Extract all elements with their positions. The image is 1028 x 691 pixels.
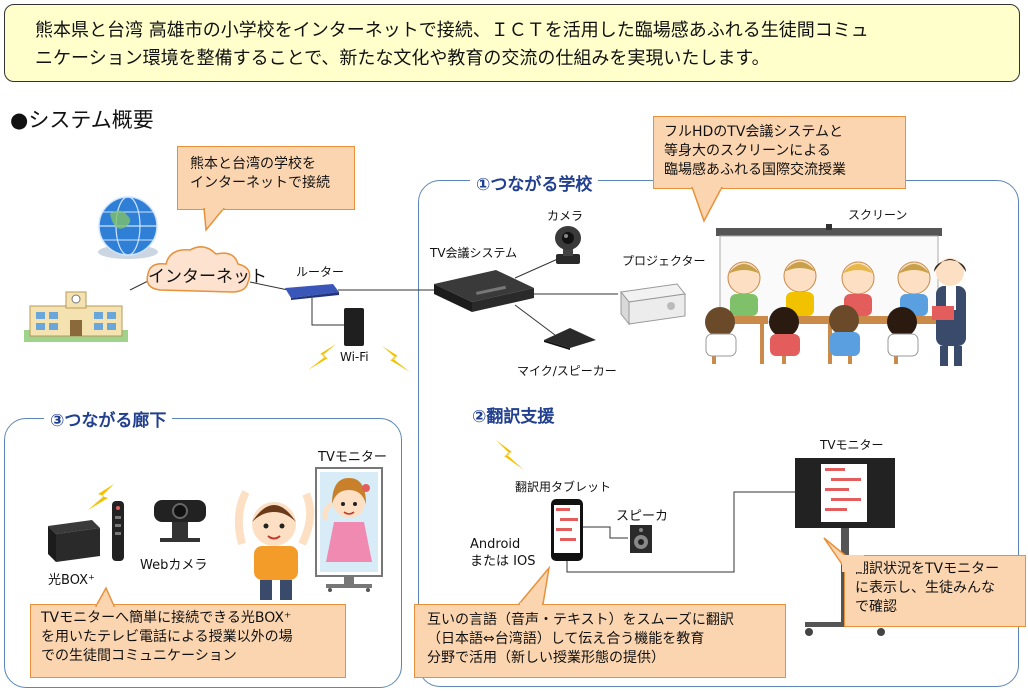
os-label-line-1: Android [470,537,521,552]
tv-conf-callout-line-3: 臨場感あふれる国際交流授業 [664,162,846,178]
translate-callout-line-2: （日本語⇔台湾語）して伝え合う機能を教育 [427,631,705,647]
hikari-box-icon [48,520,100,562]
tablet-signal-icon [496,440,524,470]
tablet-label: 翻訳用タブレット [515,480,612,494]
intro-banner: 熊本県と台湾 高雄市の小学校をインターネットで接続、ＩＣＴを活用した臨場感あふれ… [4,4,1020,82]
camera-icon [555,226,581,264]
translate-callout-line-1: 互いの言語（音声・テキスト）をスムーズに翻訳 [427,612,734,628]
classroom-students-illustration [705,258,966,366]
wifi-access-point-icon [344,308,364,346]
mic-speaker-label: マイク/スピーカー [517,364,617,378]
tablet-icon [551,499,583,561]
globe-icon [98,196,158,259]
mic-speaker-icon [544,328,596,350]
system-overview-heading: ●システム概要 [10,104,154,134]
os-label: Android または IOS [470,536,535,570]
wifi-signal-left-icon [308,344,336,370]
internet-callout-line-2: インターネットで接続 [190,175,330,191]
tv-conf-callout: フルHDのTV会議システムと 等身大のスクリーンによる 臨場感あふれる国際交流授… [653,116,906,189]
intro-line-2: ニケーション環境を整備することで、新たな文化や教育の交流の仕組みを実現いたします… [35,48,770,69]
projector-label: プロジェクター [622,254,706,268]
section-title-school: ①つながる学校 [470,170,599,195]
section-title-translation: ②翻訳支援 [472,402,555,427]
tv-conf-callout-line-2: 等身大のスクリーンによる [664,143,831,159]
hikari-box-signal-icon [88,484,114,510]
translate-callout-line-3: 分野で活用（新しい授業形態の提供） [427,650,665,666]
internet-callout-line-1: 熊本と台湾の学校を [190,156,316,172]
tv-conf-callout-pointer [691,187,723,223]
line-tvconf-mic [514,304,556,336]
line-tablet-monitor [566,491,798,573]
hikari-callout-line-2: を用いたテレビ電話による授業以外の場 [41,629,293,645]
monitor-display-callout-line-3: で確認 [855,599,897,615]
tv-conf-system-icon [434,270,534,312]
translate-callout: 互いの言語（音声・テキスト）をスムーズに翻訳 （日本語⇔台湾語）して伝え合う機能… [414,604,786,678]
tv-monitor-left-icon [315,467,383,592]
line-tvconf-camera [514,257,561,279]
os-label-line-2: または IOS [470,554,536,569]
speaker-icon [630,525,652,553]
internet-callout-pointer [203,208,225,232]
cloud-icon [146,246,251,293]
hikari-callout-line-1: TVモニターへ簡単に接続できる光BOX⁺ [41,610,292,626]
school-building-icon [24,291,128,342]
remote-control-icon [112,501,124,561]
hikari-box-label: 光BOX⁺ [48,573,95,588]
line-internet-router [249,281,289,291]
hikari-callout-line-3: での生徒間コミュニケーション [41,648,237,664]
web-camera-label: Webカメラ [140,558,208,573]
wifi-signal-right-icon [382,346,410,372]
hikari-callout: TVモニターへ簡単に接続できる光BOX⁺ を用いたテレビ電話による授業以外の場 … [30,604,346,678]
section-title-corridor: ③つながる廊下 [44,406,173,431]
router-label: ルーター [296,265,345,279]
tv-monitor-left-label: TVモニター [318,450,387,465]
corridor-panel [4,418,402,688]
speaker-label: スピーカ [616,509,669,524]
tv-monitor-right-label: TVモニター [820,438,884,452]
monitor-display-callout-line-2: に表示し、生徒みんな [855,580,995,596]
monitor-display-callout-pointer [823,537,864,572]
line-tablet-speaker [583,526,628,539]
web-camera-icon [154,500,206,542]
internet-label: インターネット [148,267,267,287]
intro-line-1: 熊本県と台湾 高雄市の小学校をインターネットで接続、ＩＣＴを活用した臨場感あふれ… [35,20,869,41]
boy-waving-illustration [234,490,315,600]
monitor-display-callout-line-1: 翻訳状況をTVモニター [855,561,1000,577]
projector-icon [620,283,686,326]
camera-label: カメラ [547,209,584,223]
line-router-wifi [311,298,345,326]
translate-callout-pointer [517,566,551,606]
screen-label: スクリーン [848,208,908,222]
router-icon [285,284,339,300]
monitor-display-callout: 翻訳状況をTVモニター に表示し、生徒みんな で確認 [844,555,1026,627]
hikari-callout-pointer [94,586,116,608]
tv-conf-callout-line-1: フルHDのTV会議システムと [664,124,844,140]
heading-text: システム概要 [28,108,154,132]
bullet-icon: ● [10,108,29,132]
wifi-label: Wi-Fi [340,350,369,364]
tv-conf-system-label: TV会議システム [430,246,518,260]
internet-callout: 熊本と台湾の学校を インターネットで接続 [177,146,355,210]
